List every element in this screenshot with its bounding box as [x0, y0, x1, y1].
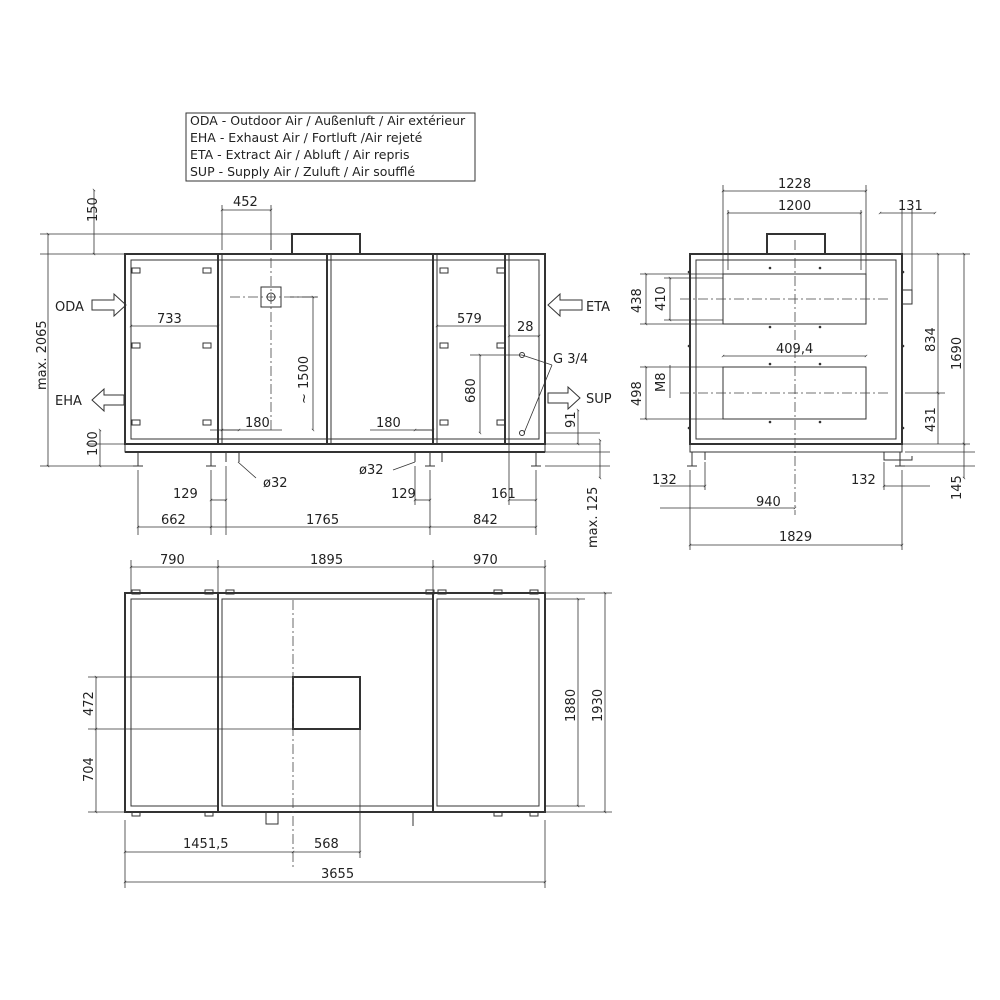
- dim-1690: 1690: [950, 337, 965, 370]
- dim-91: 91: [564, 411, 579, 428]
- dim-145: 145: [950, 475, 965, 500]
- dim-579: 579: [457, 312, 482, 327]
- dim-1765: 1765: [306, 513, 339, 528]
- eha-arrow-icon: [91, 387, 125, 413]
- dim-1200: 1200: [778, 199, 811, 214]
- oda-label: ODA: [55, 300, 84, 315]
- dim-1895: 1895: [310, 553, 343, 568]
- dim-472: 472: [82, 691, 97, 716]
- dim-940: 940: [756, 495, 781, 510]
- drain-right-label: ø32: [359, 463, 384, 478]
- dim-409-4: 409,4: [776, 342, 813, 357]
- legend-line-oda: ODA - Outdoor Air / Außenluft / Air exté…: [190, 113, 466, 128]
- dim-1880: 1880: [564, 689, 579, 722]
- top-duct-outline-plan: [292, 676, 361, 730]
- dim-498: 498: [630, 381, 645, 406]
- dim-132-right: 132: [851, 473, 876, 488]
- dim-3655: 3655: [321, 867, 354, 882]
- front-body-outline: [124, 253, 546, 445]
- dim-438: 438: [630, 288, 645, 313]
- dim-1228: 1228: [778, 177, 811, 192]
- dim-680: 680: [464, 378, 479, 403]
- dim-1829: 1829: [779, 530, 812, 545]
- dim-662: 662: [161, 513, 186, 528]
- dim-790: 790: [160, 553, 185, 568]
- legend-line-sup: SUP - Supply Air / Zuluft / Air soufflé: [190, 164, 415, 179]
- thread-m8: M8: [654, 373, 669, 393]
- eta-label: ETA: [586, 300, 610, 315]
- top-duct-outline: [291, 233, 361, 255]
- dim-161: 161: [491, 487, 516, 502]
- dim-568: 568: [314, 837, 339, 852]
- dim-410: 410: [654, 286, 669, 311]
- dim-132-left: 132: [652, 473, 677, 488]
- dim-1930: 1930: [591, 689, 606, 722]
- dim-452: 452: [233, 195, 258, 210]
- dim-131: 131: [898, 199, 923, 214]
- eha-label: EHA: [55, 394, 82, 409]
- dim-180-right: 180: [376, 416, 401, 431]
- dim-28: 28: [517, 320, 534, 335]
- dim-150: 150: [86, 197, 101, 222]
- dim-180-left: 180: [245, 416, 270, 431]
- eta-arrow-icon: [547, 292, 583, 318]
- dim-129-right: 129: [391, 487, 416, 502]
- side-view: 1228 1200 131 438 410 409,4 498 M8 834: [630, 177, 975, 550]
- thread-label: G 3/4: [553, 352, 588, 367]
- dim-970: 970: [473, 553, 498, 568]
- front-view: ODA EHA ETA SUP G 3/4 ø32 ø32 452: [35, 188, 612, 548]
- sup-label: SUP: [586, 392, 612, 407]
- top-view: 790 1895 970 472 704 1880 1930 1451,5 56…: [82, 553, 612, 888]
- dim-704: 704: [82, 757, 97, 782]
- dim-842: 842: [473, 513, 498, 528]
- oda-arrow-icon: [91, 292, 127, 318]
- dim-1500: ~ 1500: [297, 356, 312, 404]
- dim-max-2065: max. 2065: [35, 320, 50, 390]
- dim-100: 100: [86, 431, 101, 456]
- dim-129-left: 129: [173, 487, 198, 502]
- legend-line-eta: ETA - Extract Air / Abluft / Air repris: [190, 147, 410, 162]
- legend-line-eha: EHA - Exhaust Air / Fortluft /Air rejeté: [190, 130, 423, 145]
- drain-left-label: ø32: [263, 476, 288, 491]
- dim-max-125: max. 125: [586, 487, 601, 548]
- top-body-outline: [124, 592, 546, 813]
- legend-box: ODA - Outdoor Air / Außenluft / Air exté…: [185, 112, 476, 182]
- sup-arrow-icon: [547, 385, 581, 411]
- dim-1451-5: 1451,5: [183, 837, 229, 852]
- dim-834: 834: [924, 327, 939, 352]
- dim-431: 431: [924, 407, 939, 432]
- dim-733: 733: [157, 312, 182, 327]
